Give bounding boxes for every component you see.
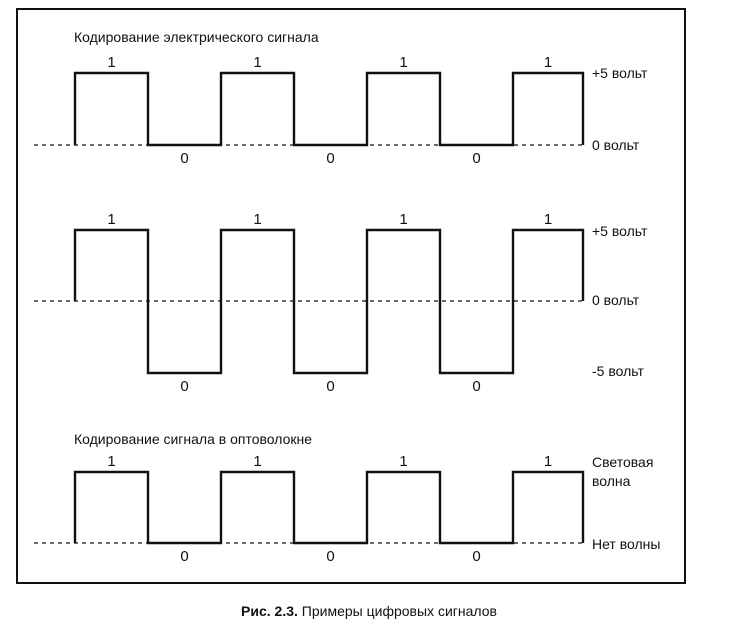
level-label-zero: 0 вольт [592, 137, 640, 153]
panel-title: Кодирование сигнала в оптоволокне [74, 431, 312, 447]
panel-electrical-encoding: Кодирование электрического сигнала +5 во… [34, 29, 648, 167]
bit-label-one: 1 [107, 54, 115, 71]
level-label-light-line1: Световая [592, 454, 653, 470]
signal-waveform [73, 228, 585, 375]
level-label-plus5: +5 вольт [592, 65, 648, 81]
level-label-light-line2: волна [592, 473, 631, 489]
bit-label-one: 1 [107, 453, 115, 470]
bit-label-one: 1 [399, 211, 407, 228]
bit-label-one: 1 [253, 453, 261, 470]
bit-label-zero: 0 [472, 548, 480, 565]
panel-title: Кодирование электрического сигнала [74, 29, 319, 45]
level-label-minus5: -5 вольт [592, 363, 644, 379]
signal-encoding-figure: Кодирование электрического сигнала +5 во… [16, 8, 686, 584]
bit-label-one: 1 [544, 211, 552, 228]
caption-prefix: Рис. 2.3. [241, 603, 298, 619]
bit-label-zero: 0 [180, 150, 188, 167]
bit-label-one: 1 [253, 54, 261, 71]
figure-caption: Рис. 2.3. Примеры цифровых сигналов [0, 603, 738, 619]
bit-label-one: 1 [544, 453, 552, 470]
bit-label-one: 1 [107, 211, 115, 228]
signal-waveform [73, 71, 585, 147]
bit-label-zero: 0 [180, 378, 188, 395]
bit-label-zero: 0 [180, 548, 188, 565]
level-label-zero: 0 вольт [592, 292, 640, 308]
bit-label-zero: 0 [472, 378, 480, 395]
bit-label-one: 1 [544, 54, 552, 71]
panel-bipolar-encoding: +5 вольт 0 вольт -5 вольт 1 0 1 0 1 0 1 [34, 211, 648, 395]
bit-label-zero: 0 [472, 150, 480, 167]
caption-text: Примеры цифровых сигналов [297, 603, 497, 619]
bit-label-zero: 0 [326, 150, 334, 167]
signal-waveform [73, 470, 585, 545]
panel-optical-encoding: Кодирование сигнала в оптоволокне Светов… [34, 431, 660, 565]
bit-label-one: 1 [399, 453, 407, 470]
bit-label-one: 1 [253, 211, 261, 228]
bit-label-zero: 0 [326, 548, 334, 565]
level-label-plus5: +5 вольт [592, 223, 648, 239]
bit-label-zero: 0 [326, 378, 334, 395]
figure-frame [16, 8, 686, 584]
bit-label-one: 1 [399, 54, 407, 71]
level-label-no-light: Нет волны [592, 536, 660, 552]
